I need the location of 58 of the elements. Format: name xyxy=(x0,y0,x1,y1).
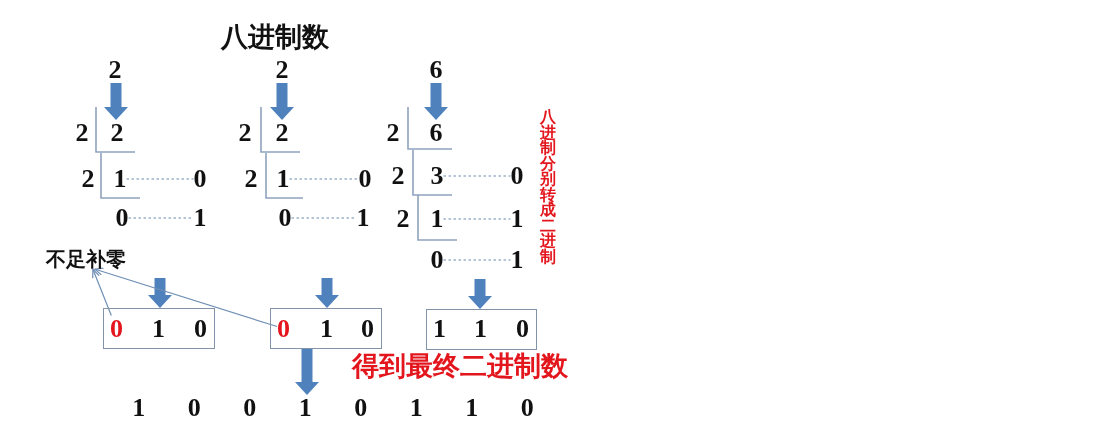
note-text: 不足补零 xyxy=(46,249,126,269)
dotted-line xyxy=(442,175,512,177)
dividend-digit: 6 xyxy=(429,120,443,146)
quotient-digit: 1 xyxy=(113,166,127,192)
divisor: 2 xyxy=(244,166,258,192)
bit-digit: 1 xyxy=(320,315,333,342)
bit-digit: 0 xyxy=(110,315,123,342)
octal-digit: 2 xyxy=(275,57,289,83)
remainder-digit: 1 xyxy=(510,247,524,273)
block-arrow xyxy=(104,83,128,120)
divisor: 2 xyxy=(238,120,252,146)
bit-digit: 0 xyxy=(516,315,529,342)
bit-group-box xyxy=(270,308,382,349)
bit-digit: 0 xyxy=(361,315,374,342)
dotted-line xyxy=(442,218,512,220)
bit-digit: 1 xyxy=(152,315,165,342)
block-arrow xyxy=(468,279,492,309)
remainder-digit: 1 xyxy=(510,206,524,232)
bit-digit: 0 xyxy=(194,315,207,342)
quotient-digit: 1 xyxy=(276,166,290,192)
quotient-digit: 0 xyxy=(278,205,292,231)
pointer-arrow xyxy=(93,267,278,328)
block-arrow xyxy=(148,278,172,308)
dotted-line xyxy=(442,259,512,261)
dividend-digit: 2 xyxy=(275,120,289,146)
divisor: 2 xyxy=(386,120,400,146)
divisor: 2 xyxy=(75,120,89,146)
vertical-note: 八进制分别转成二进制 xyxy=(540,108,556,264)
quotient-digit: 0 xyxy=(430,247,444,273)
block-arrow xyxy=(295,349,319,395)
quotient-digit: 1 xyxy=(430,206,444,232)
title: 八进制数 xyxy=(221,23,329,51)
dotted-line xyxy=(288,178,360,180)
block-arrow xyxy=(315,278,339,308)
pointer-arrow xyxy=(92,268,112,317)
block-arrow xyxy=(270,83,294,120)
bit-digit: 1 xyxy=(433,315,446,342)
dividend-digit: 2 xyxy=(110,120,124,146)
divisor: 2 xyxy=(391,163,405,189)
block-arrow xyxy=(424,83,448,120)
bit-group-box xyxy=(426,309,537,350)
remainder-digit: 1 xyxy=(356,205,370,231)
divisor: 2 xyxy=(81,166,95,192)
dotted-line xyxy=(125,178,195,180)
remainder-digit: 0 xyxy=(358,166,372,192)
quotient-digit: 0 xyxy=(115,205,129,231)
divisor: 2 xyxy=(396,206,410,232)
quotient-digit: 3 xyxy=(430,163,444,189)
result-caption: 得到最终二进制数 xyxy=(352,352,568,380)
binary-result: 1 0 0 1 0 1 1 0 xyxy=(132,395,534,421)
bit-digit: 0 xyxy=(277,315,290,342)
octal-digit: 2 xyxy=(108,57,122,83)
remainder-digit: 0 xyxy=(510,163,524,189)
bit-digit: 1 xyxy=(474,315,487,342)
remainder-digit: 0 xyxy=(193,166,207,192)
octal-digit: 6 xyxy=(429,57,443,83)
remainder-digit: 1 xyxy=(193,205,207,231)
bit-group-box xyxy=(103,308,215,349)
